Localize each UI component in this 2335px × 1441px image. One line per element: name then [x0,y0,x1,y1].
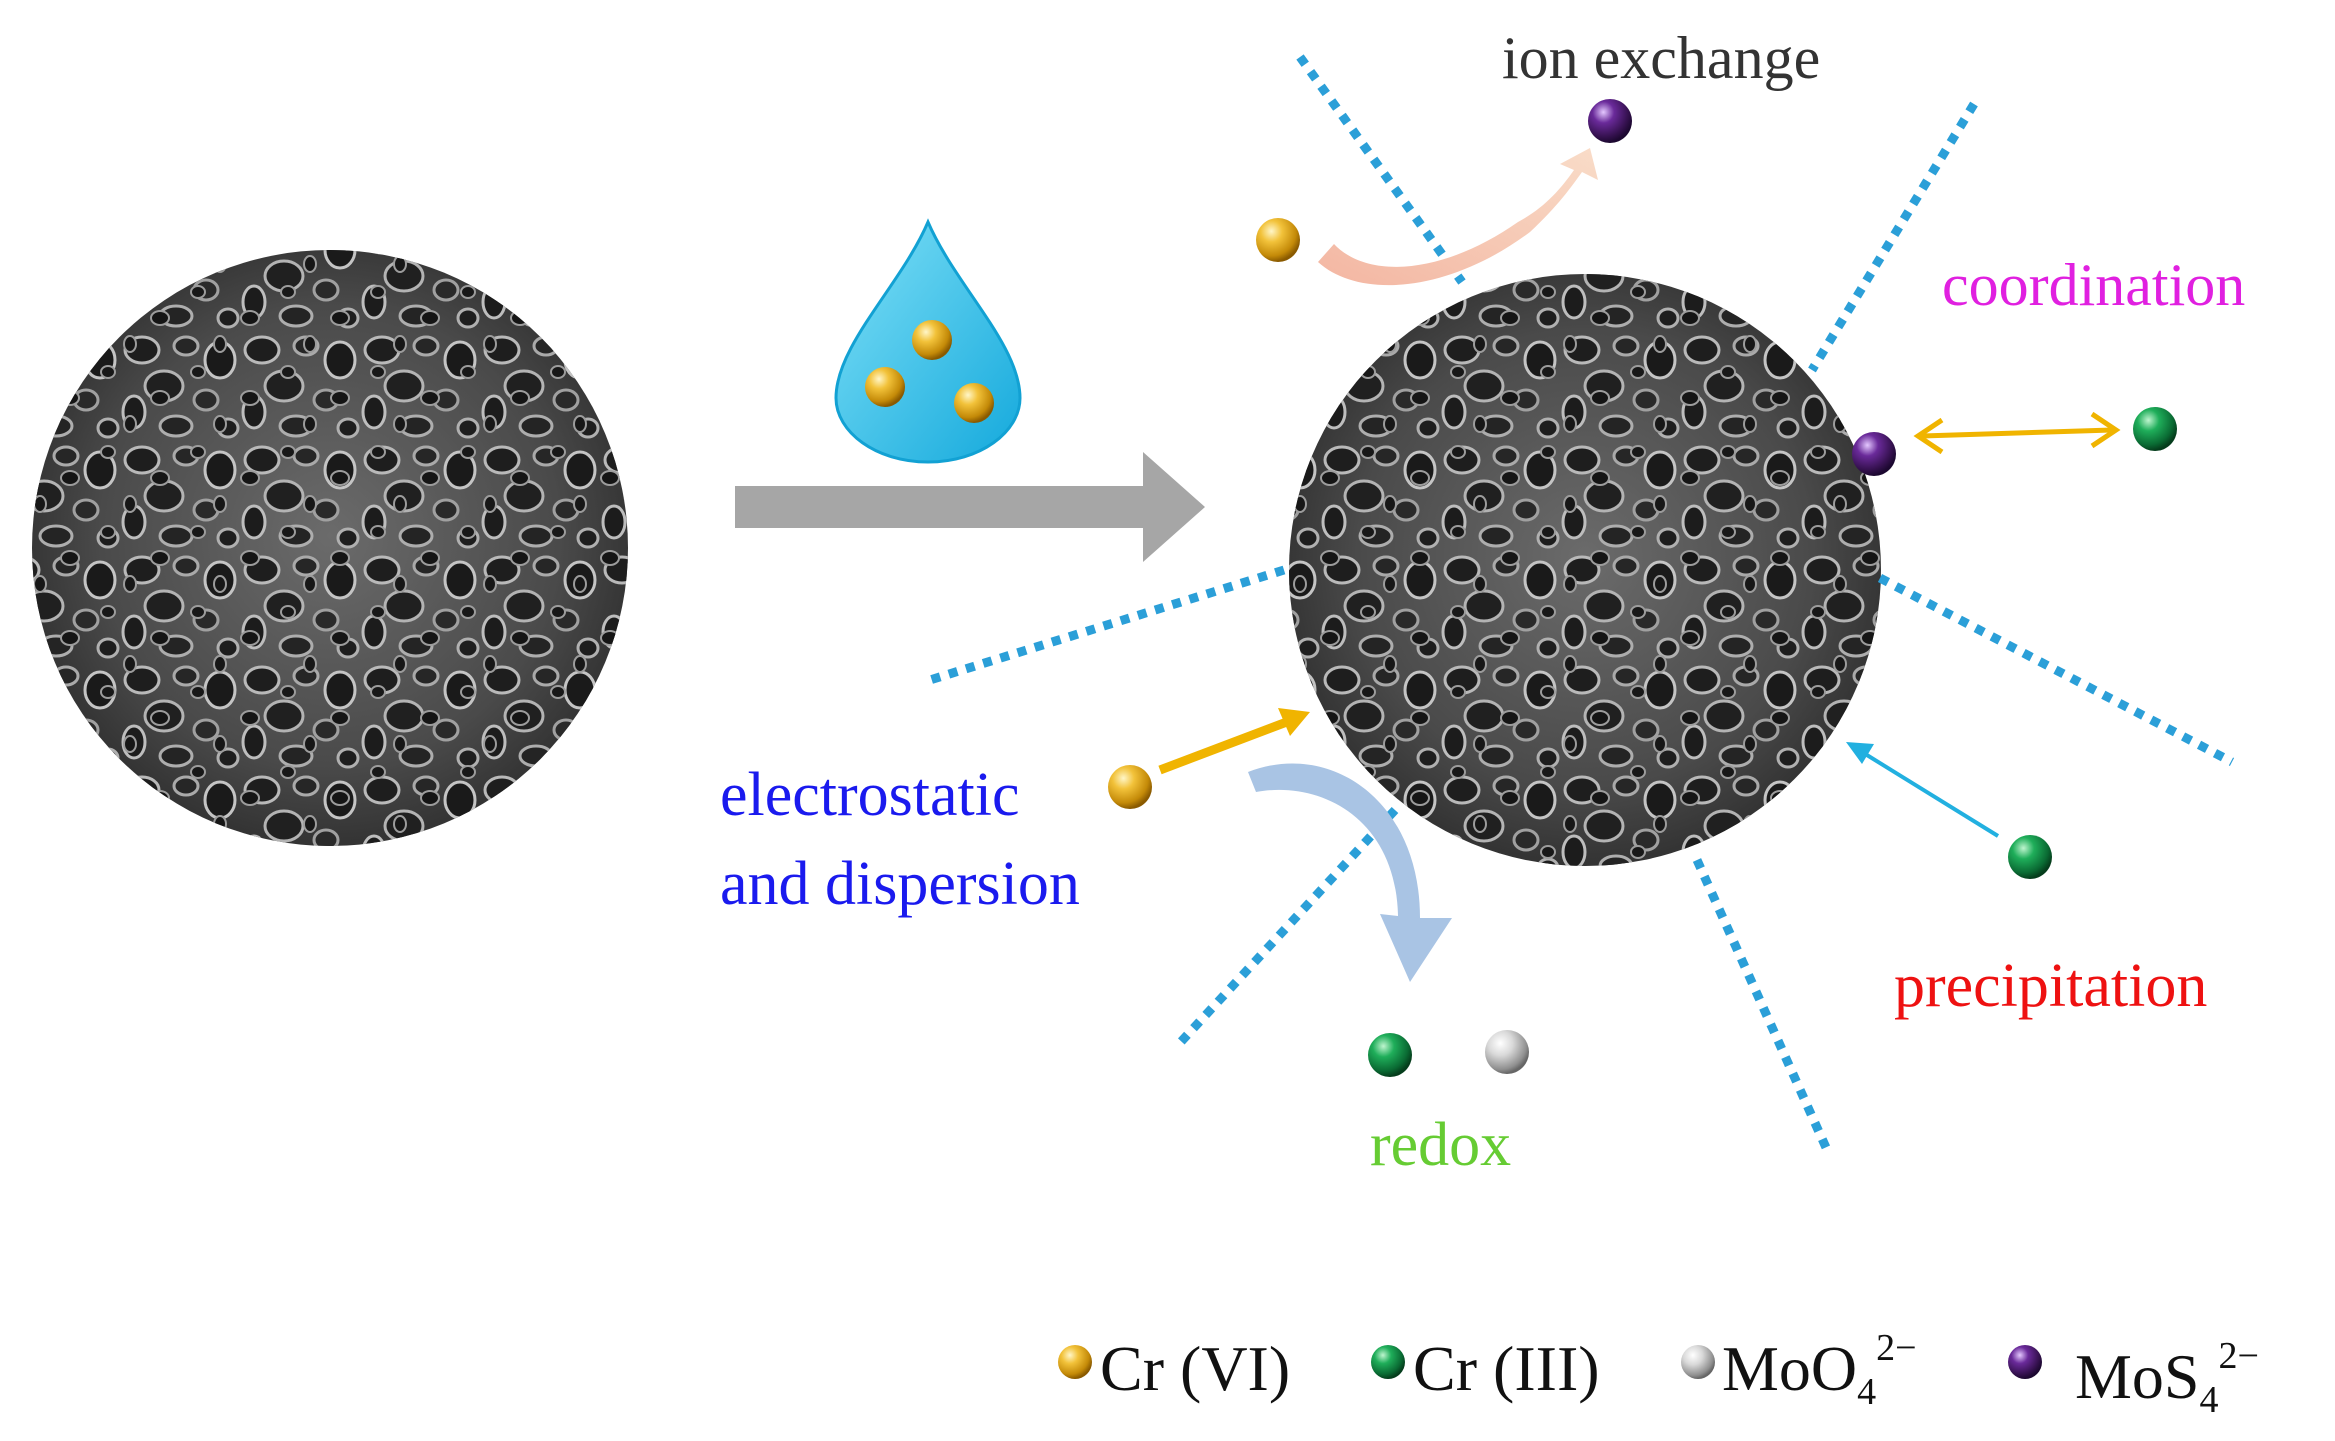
cr6-ion-attracted [1108,765,1152,809]
cr3-ion-reduced [1368,1033,1412,1077]
legend-item-moo4: MoO42− [1681,1327,1917,1413]
divider-bottom-left [1174,806,1399,1049]
legend-cr3-icon [1371,1345,1405,1379]
label-coordination: coordination [1942,252,2245,318]
redox-group: redox [1248,763,1529,1179]
divider-top-right [1808,101,1978,373]
mos4-ion-released [1588,99,1632,143]
mechanism-divider-lines [928,54,2235,1154]
moo4-ion-oxidized [1485,1030,1529,1074]
legend-item-cr3: Cr (III) [1371,1333,1600,1404]
divider-right [1877,574,2235,766]
legend-cr6-label: Cr (VI) [1100,1333,1290,1404]
mos4-ion-surface [1852,432,1896,476]
divider-left [928,565,1286,685]
ion-exchange-arrow [1318,148,1598,286]
label-precipitation: precipitation [1894,952,2207,1020]
legend: Cr (VI) Cr (III) MoO42− MoS42− [1058,1327,2259,1421]
legend-moo4-icon [1681,1345,1715,1379]
coordination-arrow [1921,427,2113,439]
legend-item-mos4: MoS42− [2008,1335,2259,1421]
porous-bead-before [32,250,628,846]
cr6-ion-in-droplet-2 [865,367,905,407]
process-arrow [735,452,1205,562]
divider-bottom-right [1692,858,1833,1154]
porous-bead-after [1289,274,1881,866]
precipitation-arrow [1860,750,2000,838]
coordination-group: coordination [1852,252,2245,476]
water-droplet-icon [834,218,1022,464]
label-ion-exchange: ion exchange [1502,25,1820,91]
label-electrostatic-line2: and dispersion [720,850,1080,918]
electrostatic-arrow [1158,715,1294,775]
legend-cr6-icon [1058,1345,1092,1379]
cr6-ion-in-droplet-3 [954,383,994,423]
label-redox: redox [1370,1111,1511,1179]
divider-top-left [1296,54,1466,285]
ion-exchange-group: ion exchange [1256,25,1820,286]
cr6-ion-in-droplet-1 [912,320,952,360]
electrostatic-group: electrostatic and dispersion [720,708,1310,918]
cr3-ion-coordinated [2133,407,2177,451]
redox-arrow [1248,763,1452,982]
legend-mos4-icon [2008,1345,2042,1379]
precipitation-group: precipitation [1846,742,2207,1020]
legend-mos4-label: MoS42− [2075,1335,2259,1421]
label-electrostatic-line1: electrostatic [720,761,1020,829]
legend-item-cr6: Cr (VI) [1058,1333,1290,1404]
legend-cr3-label: Cr (III) [1413,1333,1600,1404]
cr6-ion-exchanging [1256,218,1300,262]
cr3-ion-precipitating [2008,835,2052,879]
legend-moo4-label: MoO42− [1722,1327,1917,1413]
